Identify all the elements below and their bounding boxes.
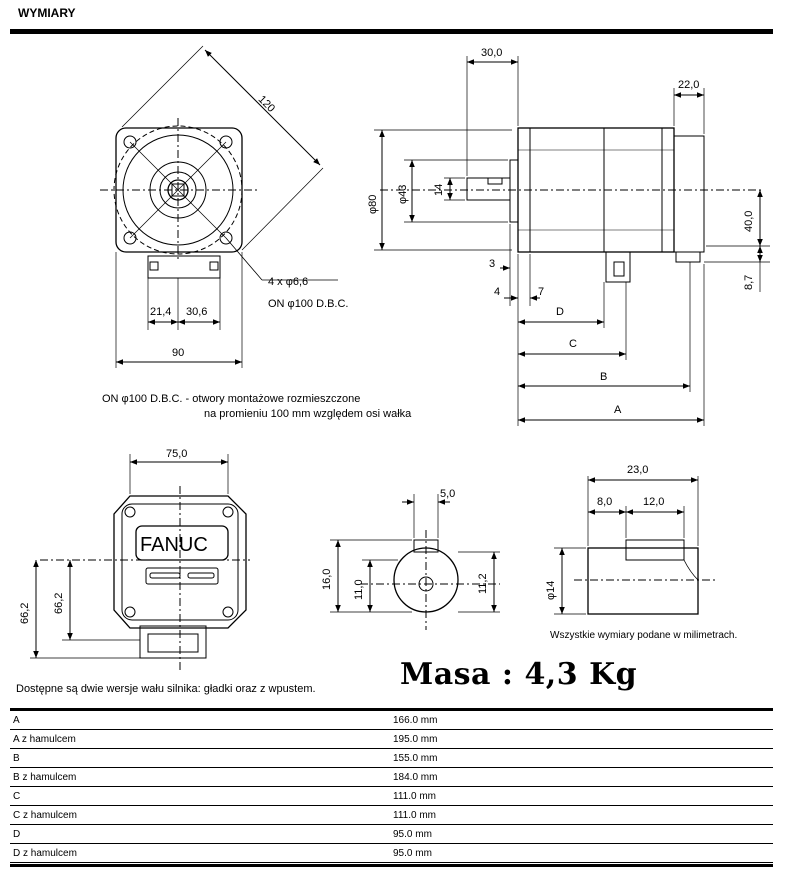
dimension-value: 195.0 mm: [393, 729, 773, 749]
dimension-name: D: [10, 824, 393, 844]
dimension-name: D z hamulcem: [10, 843, 393, 863]
table-bottom-border: [10, 864, 773, 867]
front-view: [100, 45, 338, 368]
shaft-end-dim-right: 11,2: [477, 573, 489, 594]
dimension-name: C: [10, 786, 393, 806]
rear-cover: [673, 135, 705, 253]
dimension-value: 95.0 mm: [393, 843, 773, 863]
brand-logo: FANUC: [140, 534, 208, 556]
rear-dim-inner: 66,2: [53, 593, 65, 614]
key-view: [554, 476, 716, 615]
dimension-value: 95.0 mm: [393, 824, 773, 844]
dbc-note-line1: ON φ100 D.B.C. - otwory montażowe rozmie…: [102, 393, 360, 405]
key-dim-key: 12,0: [643, 496, 664, 508]
mount-hole: [219, 231, 233, 245]
dimension-name: B z hamulcem: [10, 767, 393, 787]
side-label-d: D: [556, 306, 564, 318]
shaft-key-side: [487, 177, 503, 185]
dimension-name: C z hamulcem: [10, 805, 393, 825]
side-dim-8-7: 8,7: [743, 275, 755, 290]
dimension-name: B: [10, 748, 393, 768]
dimension-value: 166.0 mm: [393, 708, 773, 730]
page-title: WYMIARY: [18, 6, 76, 20]
shaft-end-dim-height: 16,0: [321, 569, 333, 590]
key-dim-total: 23,0: [627, 464, 648, 476]
front-dim-a: 21,4: [150, 306, 171, 318]
key-dim-offset: 8,0: [597, 496, 612, 508]
front-dim-width: 90: [172, 347, 184, 359]
side-dim-shaft-len: 30,0: [481, 47, 502, 59]
dimension-value: 111.0 mm: [393, 805, 773, 825]
side-label-b: B: [600, 371, 607, 383]
pilot: [509, 159, 519, 223]
side-connector: [605, 251, 631, 283]
front-dim-diag: 120: [256, 93, 277, 114]
keyway: [625, 539, 685, 561]
side-label-c: C: [569, 338, 577, 350]
rear-housing: [113, 495, 247, 629]
dimension-name: A z hamulcem: [10, 729, 393, 749]
side-dim-rear: 22,0: [678, 79, 699, 91]
side-dim-14: 14: [433, 184, 445, 196]
units-note: Wszystkie wymiary podane w milimetrach.: [550, 630, 737, 641]
rear-view: [30, 454, 250, 670]
side-dim-phi43: φ43: [397, 185, 409, 204]
front-dbc-label: ON φ100 D.B.C.: [268, 298, 349, 310]
front-holes-label: 4 x φ6,6: [268, 276, 308, 288]
side-dim-phi80: φ80: [367, 195, 379, 214]
dimension-value: 184.0 mm: [393, 767, 773, 787]
side-dim-40: 40,0: [743, 211, 755, 232]
dimension-value: 111.0 mm: [393, 786, 773, 806]
side-view: [374, 56, 770, 426]
shaft-note: Dostępne są dwie wersje wału silnika: gł…: [16, 683, 316, 695]
brand-badge: [135, 525, 229, 561]
side-dim-7: 7: [538, 286, 544, 298]
side-dim-4: 4: [494, 286, 500, 298]
rear-connector-box: [139, 625, 207, 659]
front-connector: [147, 255, 221, 279]
shaft-end-view: [330, 494, 500, 630]
front-dim-b: 30,6: [186, 306, 207, 318]
side-dim-3: 3: [489, 258, 495, 270]
side-label-a: A: [614, 404, 622, 416]
mount-hole: [123, 231, 137, 245]
key-dim-diameter: φ14: [545, 581, 557, 600]
shaft-end-dim-key: 5,0: [440, 488, 455, 500]
rear-connector: [675, 251, 701, 263]
dbc-note-line2: na promieniu 100 mm względem osi wałka: [204, 408, 412, 420]
shaft-end-dim-center: 11,0: [353, 579, 365, 600]
rear-dim-width: 75,0: [166, 448, 187, 460]
header-divider: [10, 29, 773, 34]
dimension-name: A: [10, 708, 393, 730]
mount-hole: [123, 135, 137, 149]
rear-dim-outer: 66,2: [19, 603, 31, 624]
mass-label: Masa : 4,3 Kg: [400, 657, 638, 692]
dimension-value: 155.0 mm: [393, 748, 773, 768]
